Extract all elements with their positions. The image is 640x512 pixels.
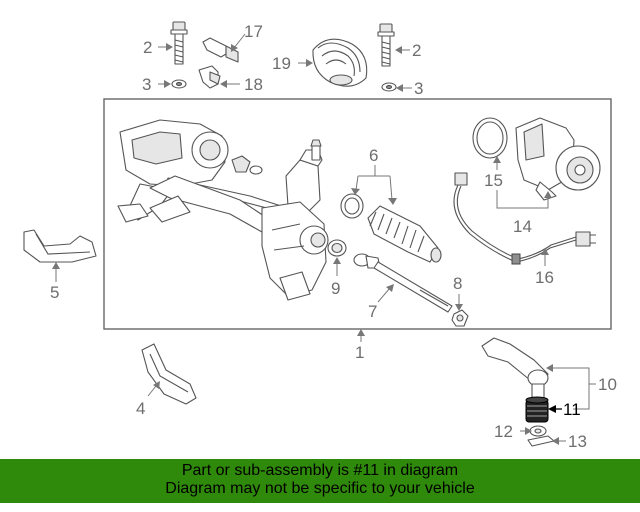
callout-10: 10 — [598, 375, 617, 394]
callout-2-right: 2 — [412, 41, 421, 60]
callout-6: 6 — [369, 146, 378, 165]
callout-4: 4 — [136, 399, 145, 418]
harness-part-16[interactable] — [453, 172, 596, 265]
washer-part-3-left[interactable] — [171, 79, 187, 89]
bracket-part-17[interactable] — [202, 37, 239, 63]
callout-13: 13 — [568, 432, 587, 451]
washer-part-3-right[interactable] — [381, 82, 397, 92]
boot-kit-part-6[interactable] — [340, 193, 442, 263]
gasket-part-15[interactable] — [472, 117, 508, 159]
notice-line-2: Diagram may not be specific to your vehi… — [165, 480, 475, 497]
bracket-part-4[interactable] — [141, 343, 197, 405]
callout-15: 15 — [484, 171, 503, 190]
steering-gear-assembly-part-1[interactable] — [117, 119, 329, 301]
callout-18: 18 — [244, 75, 263, 94]
callout-17: 17 — [244, 22, 263, 41]
clip-part-18[interactable] — [198, 65, 221, 89]
notice-line-1: Part or sub-assembly is #11 in diagram — [181, 462, 459, 479]
callout-9: 9 — [331, 279, 340, 298]
callout-19: 19 — [272, 54, 291, 73]
cotter-pin-part-13[interactable] — [527, 435, 555, 447]
tie-rod-end-part-10[interactable] — [481, 337, 549, 399]
bolt-part-2-right[interactable] — [377, 23, 395, 67]
callout-3-left: 3 — [142, 75, 151, 94]
callout-14: 14 — [513, 217, 532, 236]
inner-tie-rod-part-7[interactable] — [353, 253, 453, 313]
callout-11: 11 — [563, 400, 581, 419]
callout-1: 1 — [355, 343, 364, 362]
callout-3-right: 3 — [414, 79, 423, 98]
dust-boot-part-11[interactable] — [525, 396, 549, 423]
callout-16: 16 — [535, 268, 554, 287]
callout-2-left: 2 — [143, 38, 152, 57]
bracket-part-5[interactable] — [23, 229, 97, 263]
callout-5: 5 — [50, 283, 59, 302]
motor-part-14[interactable] — [515, 117, 601, 201]
seal-part-9[interactable] — [327, 239, 347, 257]
notice-banner: Part or sub-assembly is #11 in diagram D… — [0, 459, 640, 503]
nut-part-12[interactable] — [529, 425, 547, 437]
parts-diagram: 2 3 17 18 19 2 3 6 9 7 8 15 14 16 5 4 1 … — [23, 21, 617, 451]
boot-part-19[interactable] — [312, 38, 368, 87]
callout-7: 7 — [368, 302, 377, 321]
assembly-frame — [103, 98, 612, 330]
callout-8: 8 — [453, 274, 462, 293]
bolt-part-2-left[interactable] — [170, 21, 188, 65]
callout-12: 12 — [494, 422, 513, 441]
nut-part-8[interactable] — [451, 309, 469, 327]
